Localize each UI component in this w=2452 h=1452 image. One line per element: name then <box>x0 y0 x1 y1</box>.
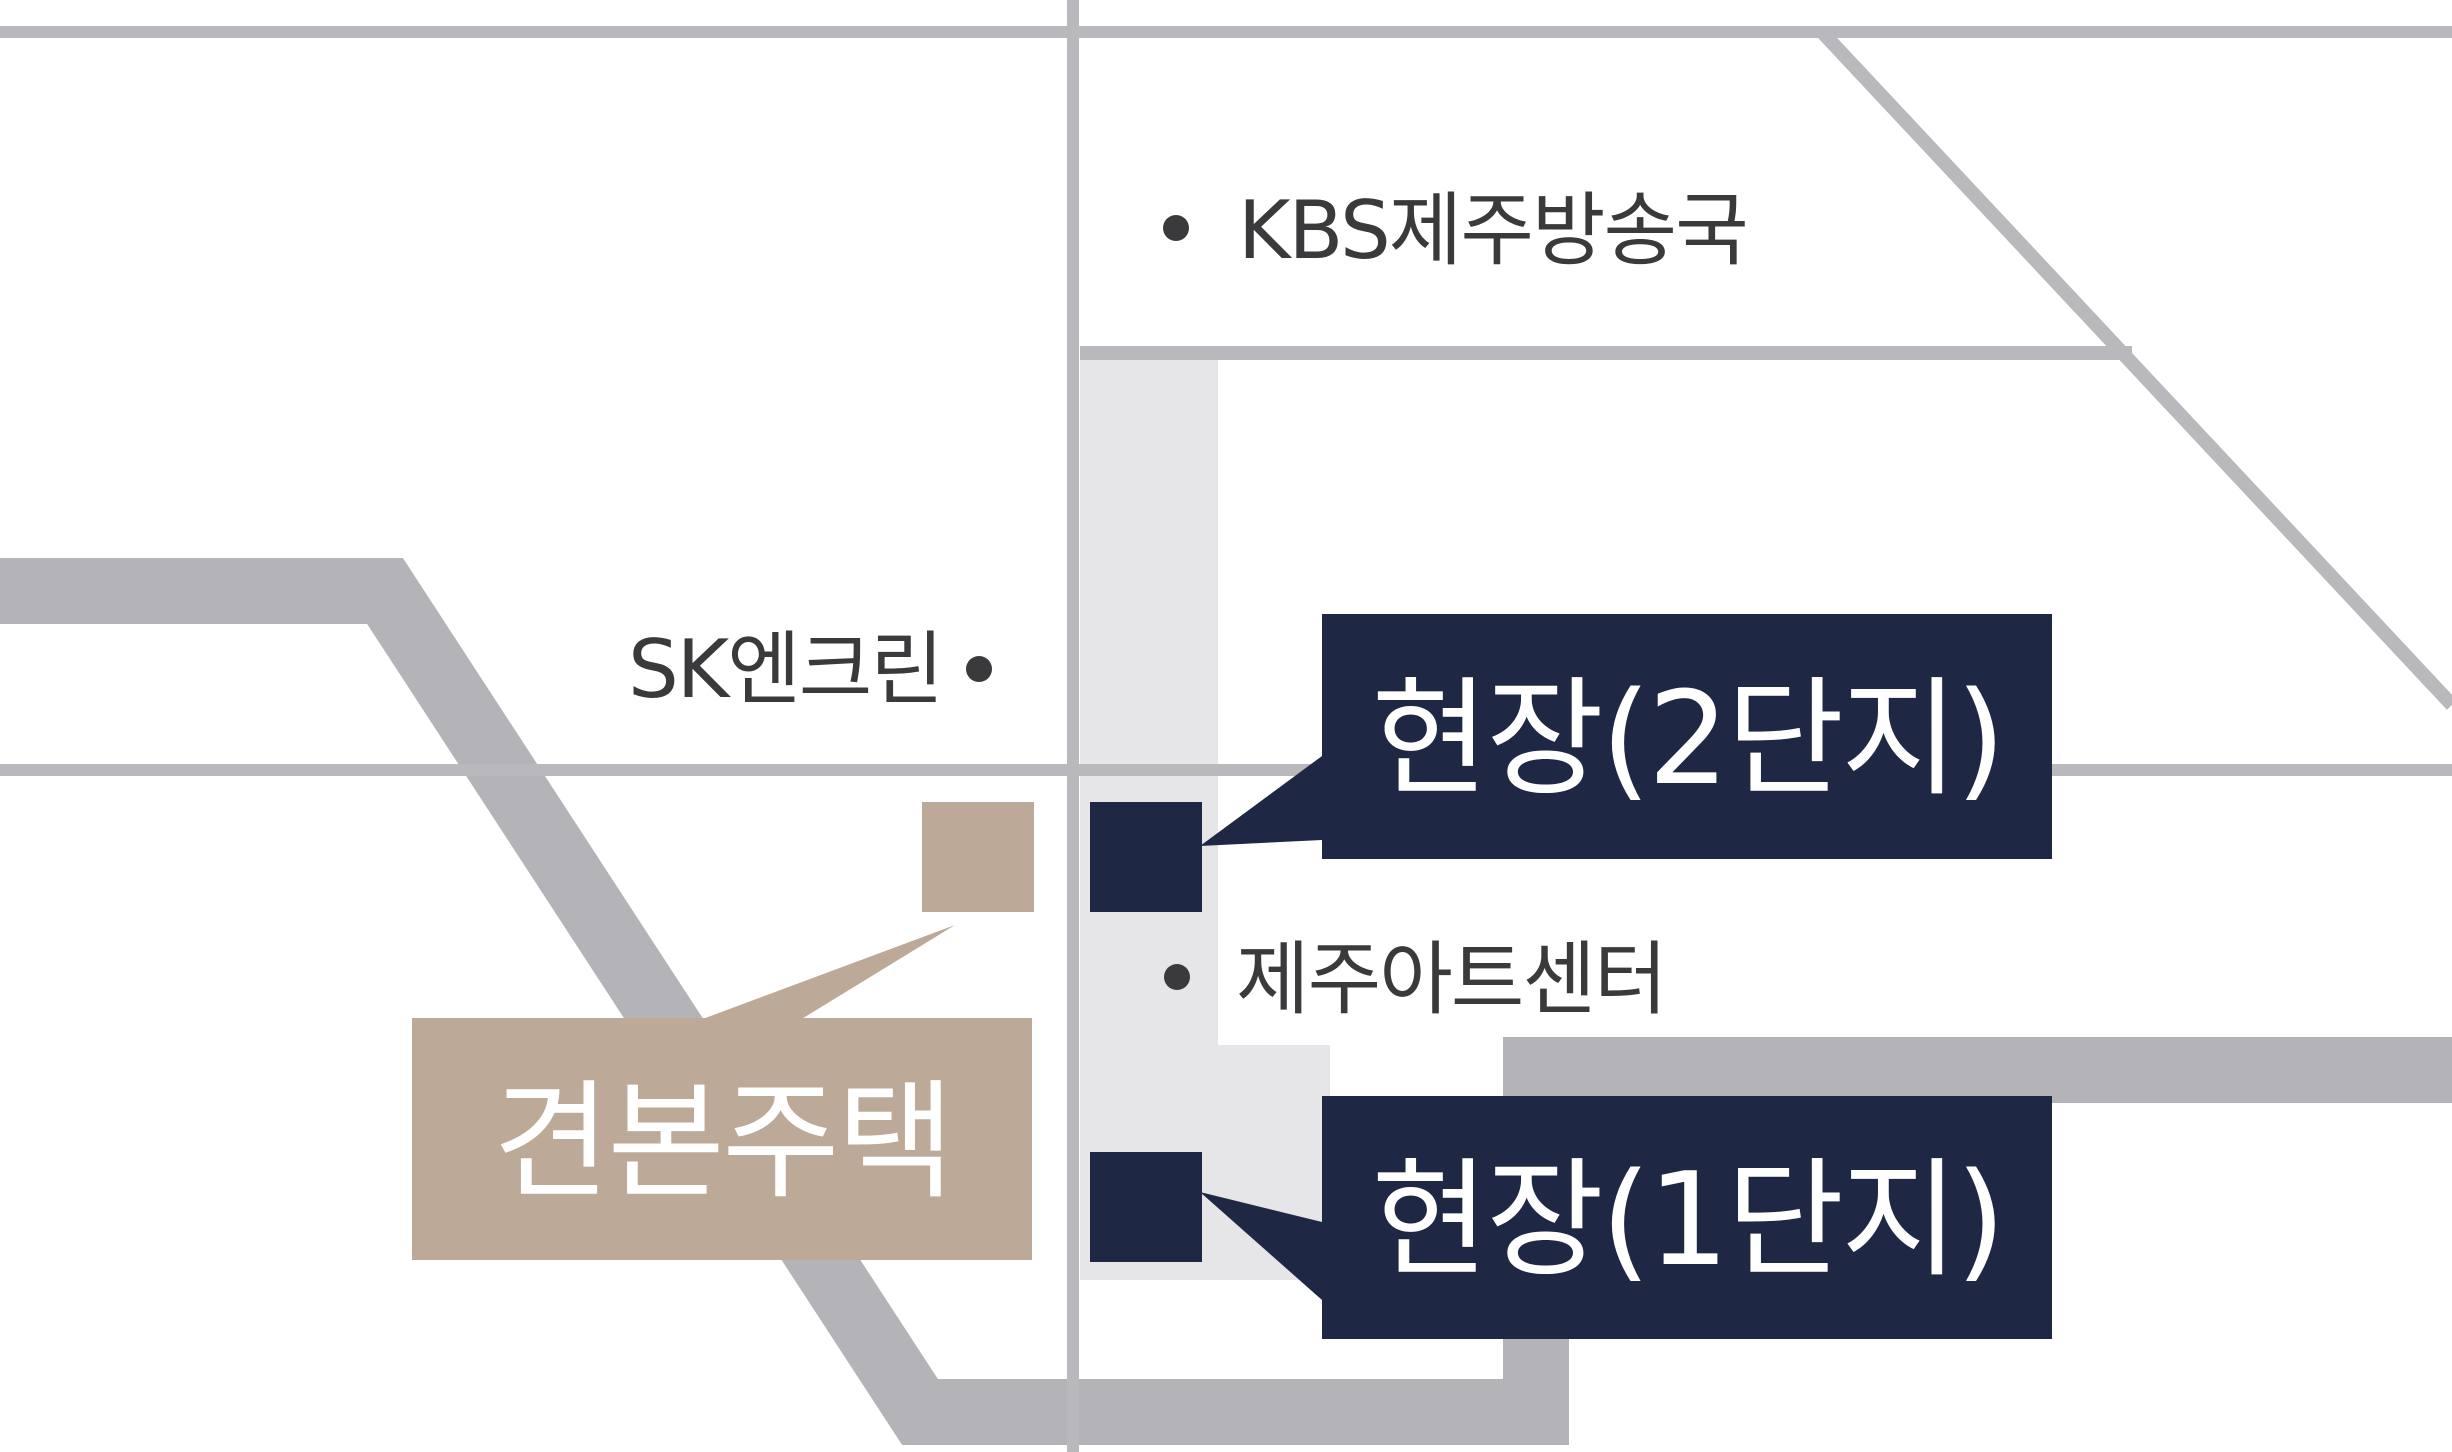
site-phase2-pointer <box>1200 756 1322 846</box>
kbs-dot-icon <box>1163 215 1189 241</box>
poi-label-sk: SK엔크린 <box>628 623 942 716</box>
home-pointer <box>700 925 955 1020</box>
home-label: 견본주택 <box>492 1068 951 1217</box>
site-phase1-marker <box>1090 1152 1202 1262</box>
home-callout <box>412 1018 1032 1260</box>
road-diagonal-east <box>1816 27 2452 710</box>
road-thick-diagonal <box>0 558 2452 1445</box>
poi-label-art-center: 제주아트센터 <box>1236 933 1666 1026</box>
site-phase2-label: 현장(2단지) <box>1371 665 2002 814</box>
site-phase1-callout <box>1322 1096 2052 1339</box>
site-phase1-label: 현장(1단지) <box>1371 1146 2002 1295</box>
road-light-vertical <box>1080 360 1330 1280</box>
art-center-dot-icon <box>1164 964 1190 990</box>
site-phase2-marker <box>1090 802 1202 912</box>
site-phase2-callout <box>1322 614 2052 859</box>
home-marker <box>922 802 1034 912</box>
site-phase1-pointer <box>1200 1192 1322 1300</box>
poi-label-kbs: KBS제주방송국 <box>1238 184 1747 277</box>
sk-dot-icon <box>966 656 992 682</box>
